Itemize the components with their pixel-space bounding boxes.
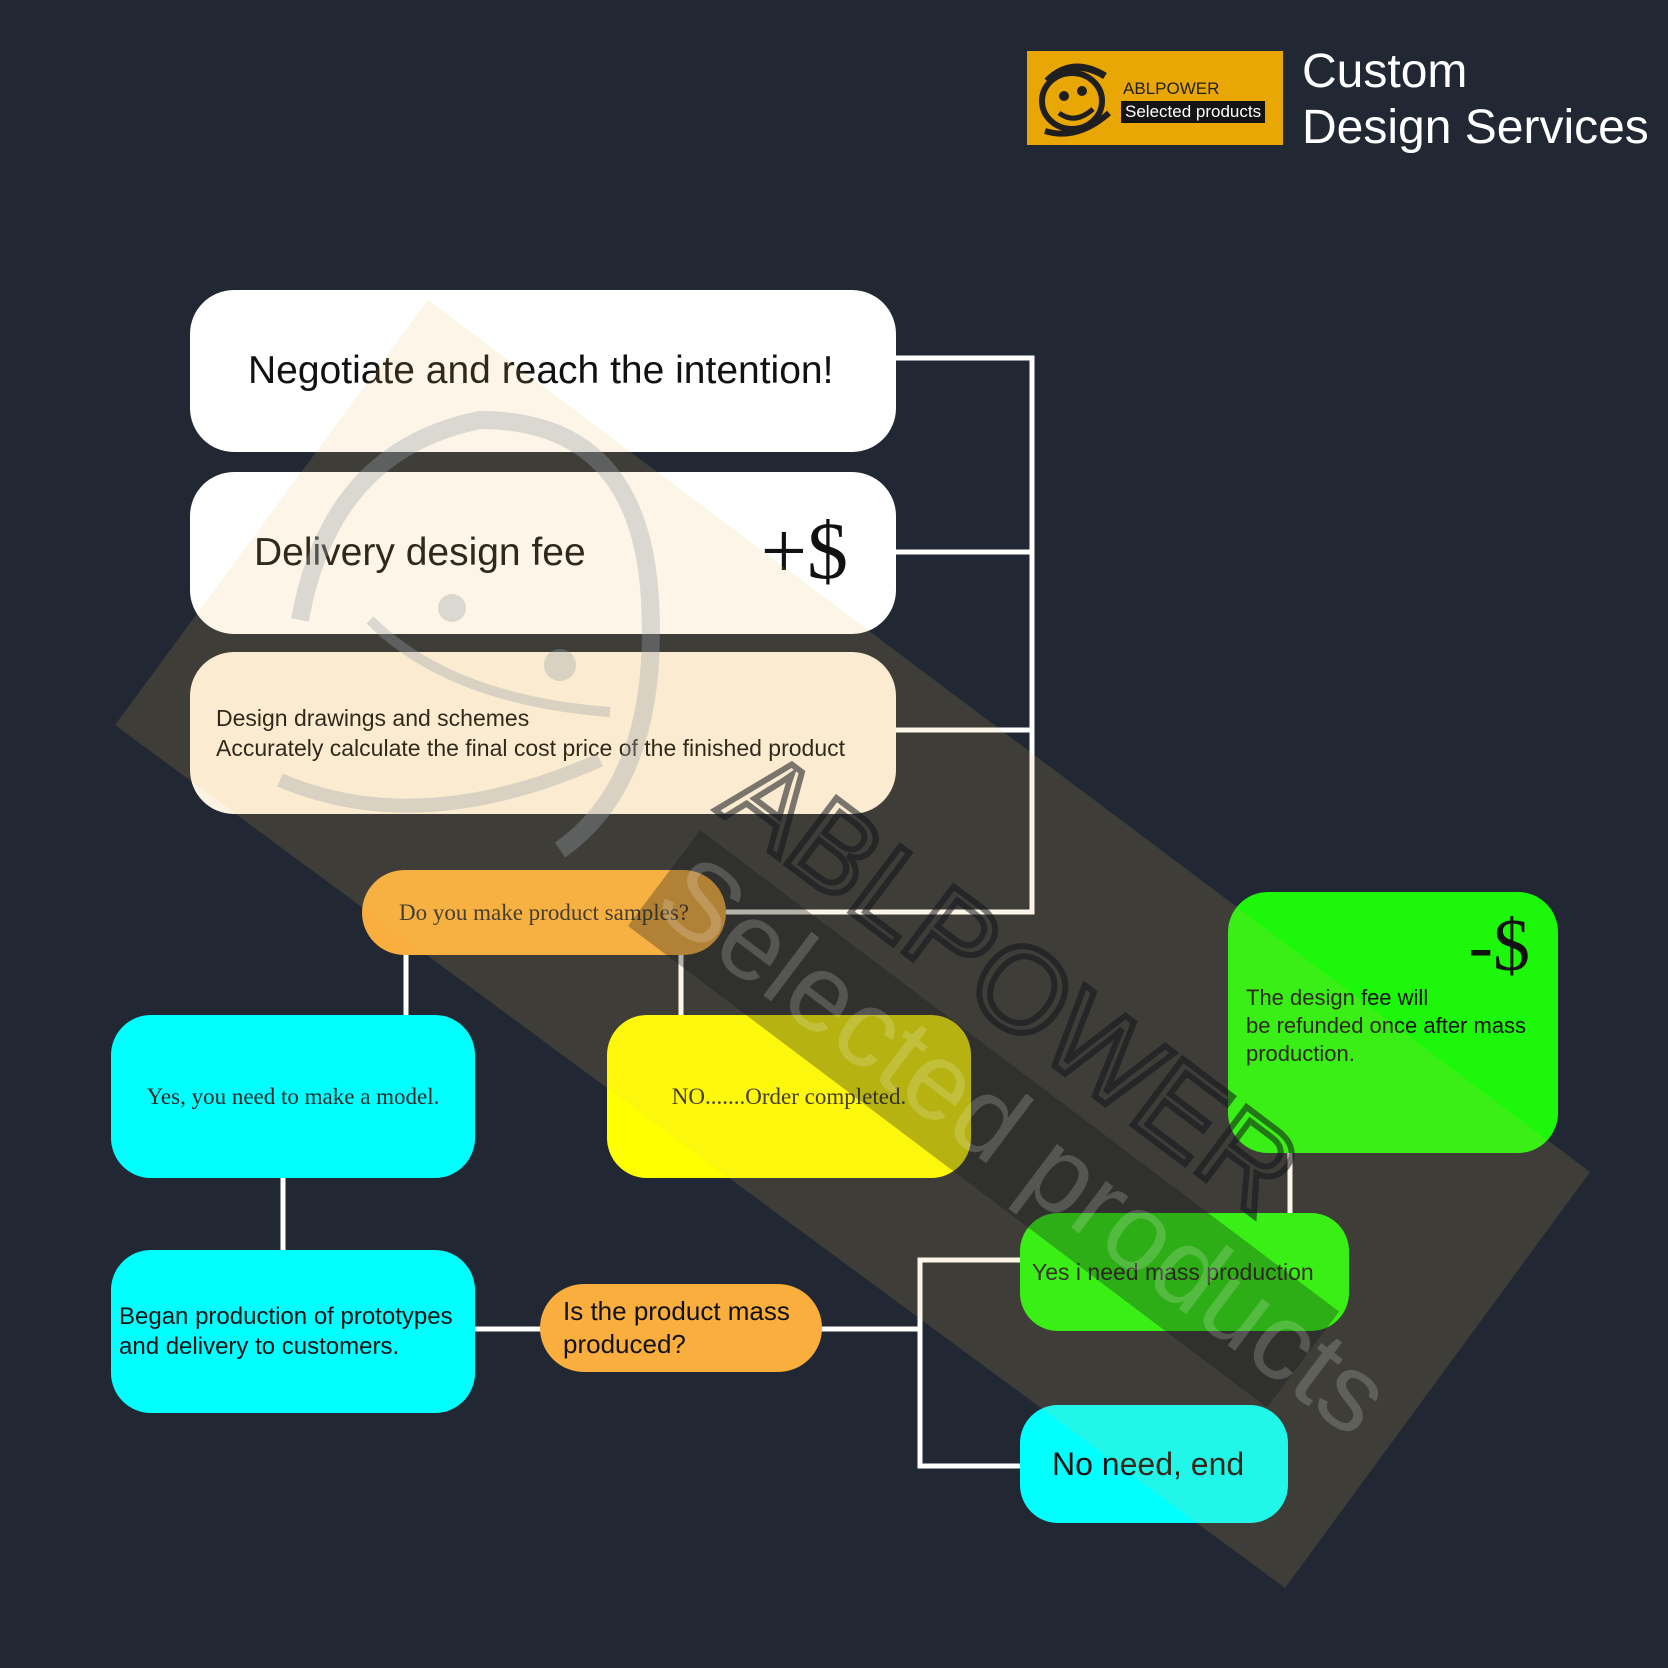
- decision-mass: Is the product mass produced?: [540, 1284, 822, 1372]
- step-prototypes-label: Began production of prototypes and deliv…: [119, 1302, 453, 1360]
- step-yes-model-label: Yes, you need to make a model.: [146, 1083, 440, 1109]
- step-no-need-label: No need, end: [1052, 1445, 1245, 1482]
- page-title-line2: Design Services: [1302, 101, 1649, 154]
- step-yes-mass-label: Yes i need mass production: [1032, 1258, 1314, 1285]
- step-yes-model: Yes, you need to make a model.: [111, 1015, 475, 1178]
- decision-mass-label: Is the product mass produced?: [563, 1296, 790, 1359]
- step-prototypes: Began production of prototypes and deliv…: [111, 1250, 475, 1413]
- step-negotiate: Negotiate and reach the intention!: [190, 290, 896, 452]
- step-refund: -$ The design fee will be refunded once …: [1228, 892, 1558, 1153]
- decision-samples: Do you make product samples?: [362, 870, 726, 955]
- step-yes-mass: Yes i need mass production: [1020, 1213, 1349, 1331]
- step-drawings: Design drawings and schemes Accurately c…: [190, 652, 896, 814]
- logo: ABLPOWER Selected products: [1027, 51, 1283, 145]
- smiley-logo-icon: [1039, 63, 1111, 137]
- plus-dollar-icon: +$: [760, 505, 848, 596]
- step-design-fee: Delivery design fee +$: [190, 472, 896, 634]
- decision-samples-label: Do you make product samples?: [399, 899, 689, 925]
- step-refund-label: The design fee will be refunded once aft…: [1246, 985, 1527, 1066]
- connector-negotiate: [723, 355, 1035, 915]
- page-title-line1: Custom: [1302, 45, 1468, 98]
- step-negotiate-label: Negotiate and reach the intention!: [248, 349, 834, 392]
- logo-line1: ABLPOWER: [1123, 79, 1220, 98]
- step-design-fee-label: Delivery design fee: [254, 531, 586, 574]
- step-drawings-line2: Accurately calculate the final cost pric…: [216, 735, 846, 761]
- minus-dollar-icon: -$: [1468, 905, 1530, 987]
- step-no-completed: NO.......Order completed.: [607, 1015, 971, 1178]
- logo-line2: Selected products: [1121, 101, 1266, 123]
- connector-branch-vertical: [917, 1257, 1023, 1469]
- step-no-completed-label: NO.......Order completed.: [671, 1083, 907, 1109]
- step-drawings-line1: Design drawings and schemes: [216, 705, 530, 731]
- step-no-need: No need, end: [1020, 1405, 1288, 1523]
